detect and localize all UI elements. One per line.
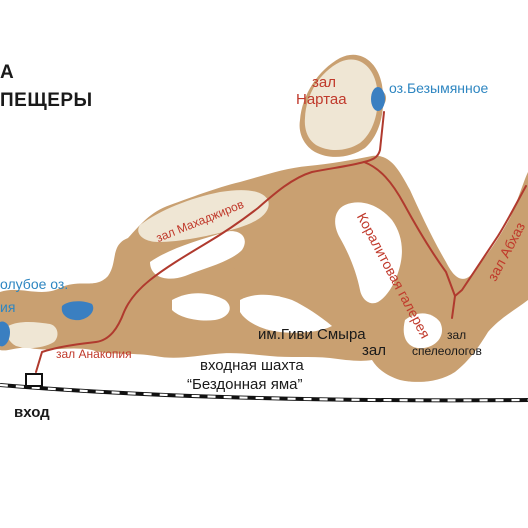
lake-goluboe-label-2: ия: [0, 299, 16, 315]
hall-gogiva-label-2: зал: [362, 342, 386, 359]
map-title-line1: А: [0, 62, 15, 83]
route-lines: [35, 111, 527, 373]
shaft-label-1: входная шахта: [200, 357, 304, 374]
hall-gogiva-label-1: им.Гиви Смыра: [258, 326, 366, 343]
lakes: [0, 87, 385, 347]
entrance-marker: [25, 373, 43, 387]
lake-goluboe-label-1: олубое оз.: [0, 276, 69, 292]
entrance-label: вход: [14, 404, 50, 421]
lake-bezymyannoe-shape: [371, 87, 385, 111]
hall-nartaa-label-2: Нартаа: [296, 91, 347, 108]
lake-bezymyannoe-label: оз.Безымянное: [389, 80, 489, 96]
hall-anakopia-label: зал Анакопия: [56, 347, 132, 361]
hall-speleologists-label-1: зал: [447, 328, 467, 342]
railway: [0, 383, 528, 403]
shaft-label-2: “Бездонная яма”: [187, 376, 303, 393]
rock-pillars: [150, 202, 443, 349]
hall-nartaa-label-1: зал: [312, 74, 336, 91]
cave-chambers: [6, 59, 378, 349]
lake-goluboe-shape: [61, 301, 94, 321]
map-title-line2: ПЕЩЕРЫ: [0, 90, 93, 111]
hall-speleologists-label-2: спелеологов: [412, 344, 482, 358]
lake-left-shape: [0, 321, 10, 347]
